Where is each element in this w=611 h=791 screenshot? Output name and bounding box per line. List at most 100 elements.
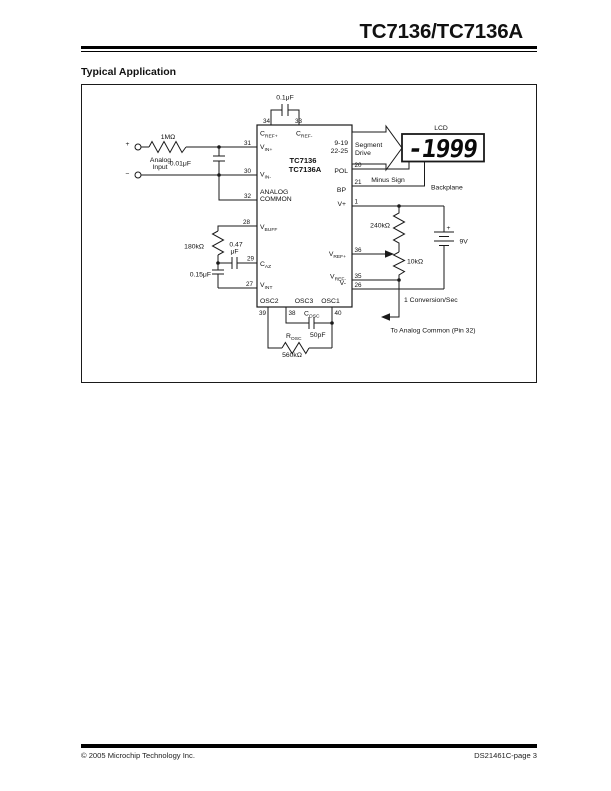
chip-label-cref-plus: CREF+ xyxy=(260,131,278,140)
cap-047uf-symbol xyxy=(231,257,238,269)
wire-osc2 xyxy=(267,307,282,349)
pin-34: 34 xyxy=(263,118,271,125)
battery-voltage: 9V xyxy=(460,239,469,246)
cap-001uf-value: 0.01μF xyxy=(170,161,191,168)
chip-label-osc3: OSC3 xyxy=(295,298,314,305)
pin-29: 29 xyxy=(247,256,255,263)
pin-35: 35 xyxy=(355,273,363,280)
chip-label-cref-minus: CREF- xyxy=(296,131,313,140)
junction-dot xyxy=(217,173,221,177)
cap-cosc-symbol xyxy=(308,317,315,329)
chip-label-vin-plus: VIN+ xyxy=(260,144,272,153)
chip-label-seg-pins-2: 22-25 xyxy=(331,148,349,155)
junction-dot xyxy=(330,321,334,325)
circuit-wires xyxy=(134,104,454,355)
chip-label-osc1: OSC1 xyxy=(321,298,340,305)
pin-36: 36 xyxy=(355,247,363,254)
wire-vint xyxy=(217,274,257,289)
pin-33: 33 xyxy=(295,118,303,125)
chip-label-osc2: OSC2 xyxy=(260,298,279,305)
typical-application-figure: -1999 0.1μF + − Analog Input 1MΩ 0.01μF … xyxy=(81,84,537,383)
footer-copyright: © 2005 Microchip Technology Inc. xyxy=(81,751,195,760)
segment-drive-label-2: Drive xyxy=(355,150,371,157)
battery-9v-symbol xyxy=(434,231,454,246)
lcd-display-outline xyxy=(401,133,485,163)
chip-label-vminus: V- xyxy=(340,280,346,287)
pin-21: 21 xyxy=(355,179,363,186)
pin-20: 20 xyxy=(355,162,363,169)
lcd-value: -1999 xyxy=(406,134,479,163)
chip-label-pol: POL xyxy=(334,168,348,175)
analog-input-minus: − xyxy=(126,171,130,178)
pot-10k-symbol xyxy=(392,251,406,280)
pin-40: 40 xyxy=(335,310,343,317)
chip-label-seg-pins-1: 9-19 xyxy=(334,140,348,147)
to-analog-common-arrow-icon xyxy=(381,313,390,321)
wire-pol-minus-sign xyxy=(352,161,410,170)
pin-numbers: 34 33 31 30 32 28 29 27 20 21 1 36 35 26… xyxy=(243,118,362,317)
chip-outline xyxy=(256,124,353,308)
cap-047uf-value-2: μF xyxy=(230,249,238,256)
page-title: TC7136/TC7136A xyxy=(359,20,523,43)
chip-labels: CREF+ CREF- VIN+ VIN- TC7136 TC7136A 9-1… xyxy=(260,131,348,306)
chip-label-caz: CAZ xyxy=(260,261,271,270)
segment-drive-label-1: Segment xyxy=(355,142,382,149)
pot-10k-value: 10kΩ xyxy=(407,259,423,266)
resistor-240k-value: 240kΩ xyxy=(370,223,390,230)
junction-dot xyxy=(216,261,220,265)
chip-label-vint: VINT xyxy=(260,282,272,291)
pin-1: 1 xyxy=(355,199,359,206)
analog-input-plus: + xyxy=(126,141,130,148)
segment-drive-arrow xyxy=(351,124,403,172)
circuit-schematic: -1999 0.1μF + − Analog Input 1MΩ 0.01μF … xyxy=(126,95,485,359)
chip-name-1: TC7136 xyxy=(289,156,316,165)
wire-analog-common xyxy=(218,175,257,201)
chip-label-vref-minus: VREF- xyxy=(330,274,346,283)
rosc-value: 560kΩ xyxy=(282,352,302,359)
terminal-analog-plus xyxy=(134,143,142,151)
chip-label-bp: BP xyxy=(337,187,347,194)
conversion-rate-note: 1 Conversion/Sec xyxy=(404,297,458,304)
junction-dot xyxy=(217,145,221,149)
pin-39: 39 xyxy=(259,310,267,317)
footer: © 2005 Microchip Technology Inc. DS21461… xyxy=(81,751,537,760)
resistor-1mohm-value: 1MΩ xyxy=(161,134,176,141)
rosc-label: ROSC xyxy=(286,333,302,342)
wire-osc1 xyxy=(309,307,333,349)
resistor-560k-symbol xyxy=(281,341,310,355)
cap-cref-symbol xyxy=(281,104,289,116)
wire-bp-backplane xyxy=(352,161,425,187)
chip-label-vplus: V+ xyxy=(337,201,346,208)
pin-27: 27 xyxy=(246,281,254,288)
chip-name-2: TC7136A xyxy=(289,165,322,174)
chip-label-analog-common-2: COMMON xyxy=(260,196,292,203)
terminal-analog-minus xyxy=(134,171,142,179)
pot-wiper-arrow-icon xyxy=(385,250,394,258)
wire-cref-loop xyxy=(270,109,300,125)
pin-28: 28 xyxy=(243,219,251,226)
backplane-label: Backplane xyxy=(431,185,463,192)
minus-sign-label: Minus Sign xyxy=(371,177,405,184)
pin-32: 32 xyxy=(244,193,252,200)
wire-vbuff xyxy=(217,225,257,231)
chip-label-vref-plus: VREF+ xyxy=(329,251,346,260)
lcd-label: LCD xyxy=(434,125,448,132)
footer-doc-page: DS21461C-page 3 xyxy=(474,751,537,760)
to-analog-common-note: To Analog Common (Pin 32) xyxy=(390,328,475,335)
lcd-value-group: -1999 xyxy=(406,134,479,163)
pin-30: 30 xyxy=(244,168,252,175)
chip-label-vbuff: VBUFF xyxy=(260,224,277,233)
cosc-value: 50pF xyxy=(310,332,326,339)
analog-input-label-2: Input xyxy=(152,164,167,171)
cap-015uf-value: 0.15μF xyxy=(190,272,211,279)
junction-dot xyxy=(397,278,401,282)
chip-label-analog-common-1: ANALOG xyxy=(260,189,288,196)
pin-38: 38 xyxy=(289,310,297,317)
resistor-240k-symbol xyxy=(392,206,406,252)
resistor-180k-symbol xyxy=(211,230,225,256)
junction-dot xyxy=(397,204,401,208)
pin-31: 31 xyxy=(244,140,252,147)
resistor-180k-value: 180kΩ xyxy=(184,244,204,251)
footer-rule xyxy=(81,744,537,748)
